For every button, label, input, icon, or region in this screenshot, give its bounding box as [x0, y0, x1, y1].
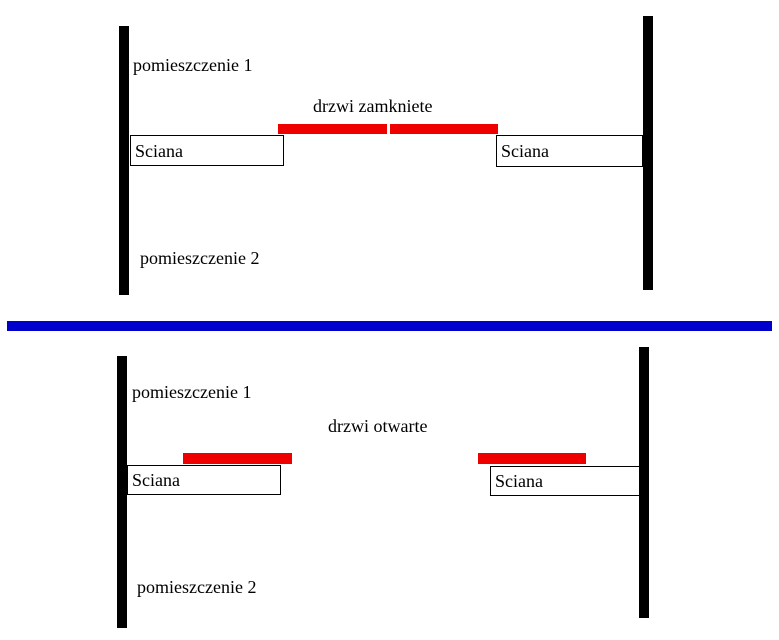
room1-label: pomieszczenie 1 — [132, 382, 252, 402]
right-wall-bar — [639, 347, 649, 618]
panel-divider-bar — [7, 321, 772, 331]
door-leaf-right — [478, 453, 586, 464]
left-wall-bar — [117, 356, 127, 628]
wall-box-right-label: Sciana — [495, 471, 543, 491]
wall-box-left-label: Sciana — [132, 470, 180, 490]
wall-box-left-label: Sciana — [135, 140, 183, 161]
wall-box-left: Sciana — [127, 465, 281, 495]
door-leaf-right — [390, 124, 498, 134]
wall-box-right-label: Sciana — [501, 141, 549, 161]
room1-label: pomieszczenie 1 — [133, 55, 253, 75]
door-leaf-left — [278, 124, 387, 134]
door-state-label: drzwi zamkniete — [313, 96, 433, 116]
right-wall-bar — [643, 16, 653, 290]
left-wall-bar — [119, 26, 129, 295]
wall-box-right: Sciana — [490, 466, 640, 496]
wall-box-right: Sciana — [496, 135, 643, 167]
wall-box-left: Sciana — [130, 135, 284, 166]
room2-label: pomieszczenie 2 — [140, 248, 260, 268]
door-state-label: drzwi otwarte — [328, 416, 428, 436]
room2-label: pomieszczenie 2 — [137, 577, 257, 597]
door-leaf-left — [183, 453, 292, 464]
